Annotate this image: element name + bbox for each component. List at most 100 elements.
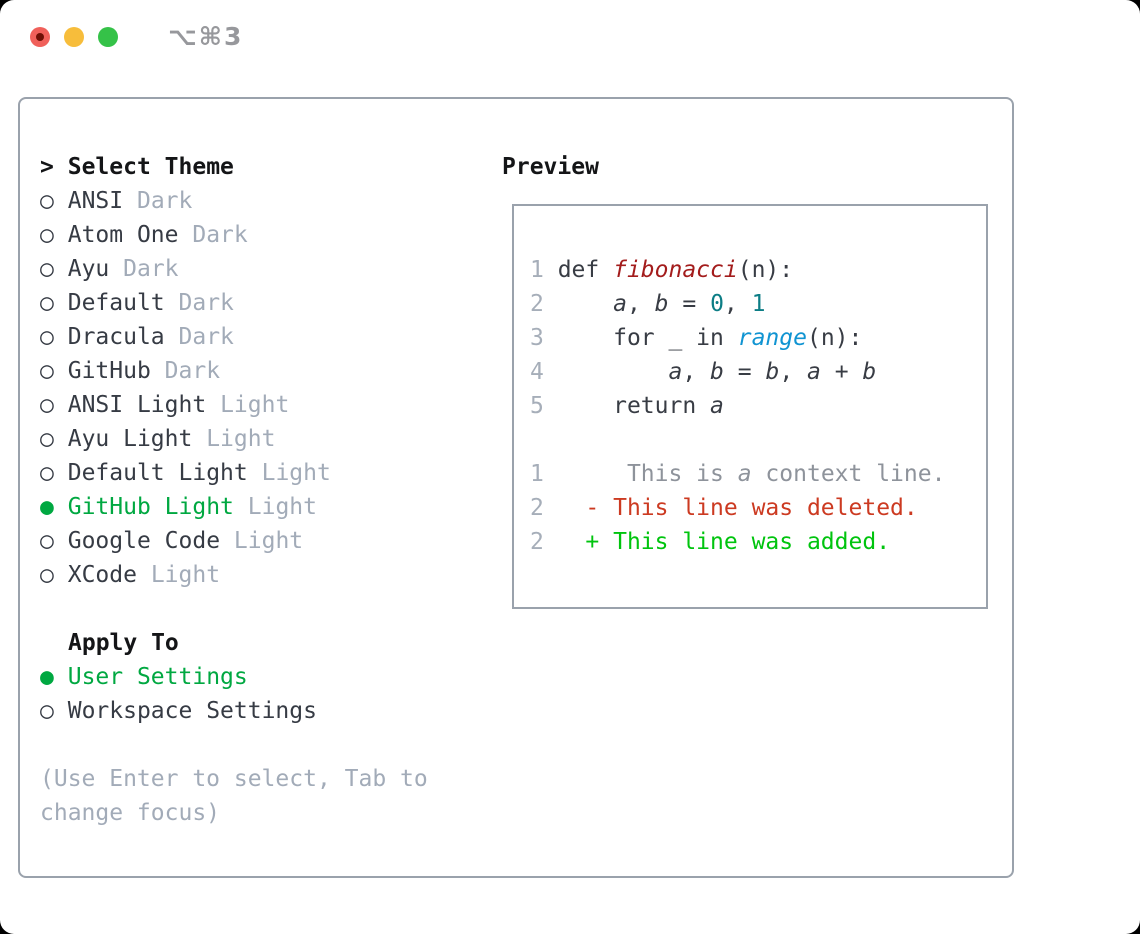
code-token: , <box>682 359 711 385</box>
line-number: 2 <box>530 529 558 555</box>
theme-option-ansi-light[interactable]: ○ ANSI Light Light <box>40 388 470 422</box>
theme-option-label: Google Code <box>67 528 221 554</box>
theme-variant-badge: Light <box>206 426 276 452</box>
theme-option-ansi[interactable]: ○ ANSI Dark <box>40 184 470 218</box>
code-token: This is <box>557 461 738 487</box>
radio-unselected-icon: ○ <box>40 188 54 214</box>
apply-option-label: User Settings <box>67 664 248 690</box>
code-token <box>558 291 613 317</box>
theme-option-label: Ayu Light <box>67 426 193 452</box>
theme-option-default-light[interactable]: ○ Default Light Light <box>40 456 470 490</box>
line-number: 2 <box>530 495 558 521</box>
window-controls <box>30 27 118 47</box>
focus-caret-icon: > <box>40 154 54 180</box>
theme-variant-badge: Dark <box>164 358 221 384</box>
theme-option-label: Atom One <box>67 222 179 248</box>
radio-unselected-icon: ○ <box>40 358 54 384</box>
theme-option-label: Default <box>67 290 165 316</box>
theme-option-label: Ayu <box>67 256 110 282</box>
code-token: b <box>654 291 669 317</box>
code-token: (n): <box>737 257 794 283</box>
code-token: a <box>710 393 724 419</box>
theme-option-ayu[interactable]: ○ Ayu Dark <box>40 252 470 286</box>
theme-option-xcode[interactable]: ○ XCode Light <box>40 558 470 592</box>
code-line: 2 + This line was added. <box>530 525 986 559</box>
theme-variant-badge: Dark <box>136 188 193 214</box>
radio-unselected-icon: ○ <box>40 256 54 282</box>
apply-option-workspace-settings[interactable]: ○ Workspace Settings <box>40 694 470 728</box>
radio-unselected-icon: ○ <box>40 324 54 350</box>
code-line: 3 for _ in range(n): <box>530 321 986 355</box>
theme-list: ○ ANSI Dark○ Atom One Dark○ Ayu Dark○ De… <box>40 184 470 592</box>
code-line: 4 a, b = b, a + b <box>530 355 986 389</box>
minimize-button[interactable] <box>64 27 84 47</box>
code-line: 1 This is a context line. <box>530 457 986 491</box>
radio-unselected-icon: ○ <box>40 426 54 452</box>
code-token: (n): <box>806 325 863 351</box>
code-line: 2 - This line was deleted. <box>530 491 986 525</box>
theme-variant-badge: Dark <box>178 324 234 350</box>
theme-option-dracula[interactable]: ○ Dracula Dark <box>40 320 470 354</box>
line-number: 5 <box>530 393 558 419</box>
zoom-button[interactable] <box>98 27 118 47</box>
theme-option-ayu-light[interactable]: ○ Ayu Light Light <box>40 422 470 456</box>
theme-variant-badge: Light <box>150 562 221 588</box>
radio-unselected-icon: ○ <box>40 222 54 248</box>
radio-unselected-icon: ○ <box>40 392 54 418</box>
apply-option-user-settings[interactable]: ● User Settings <box>40 660 470 694</box>
apply-to-list: ● User Settings○ Workspace Settings <box>40 660 470 728</box>
code-token: , <box>626 291 655 317</box>
radio-unselected-icon: ○ <box>40 460 54 486</box>
theme-option-label: GitHub Light <box>67 494 234 520</box>
code-token: b <box>765 359 780 385</box>
code-token: = <box>723 359 766 385</box>
footer-hint: (Use Enter to select, Tab to change focu… <box>40 766 428 826</box>
theme-option-label: GitHub <box>67 358 151 384</box>
code-line: 5 return a <box>530 389 986 423</box>
radio-selected-icon: ● <box>40 664 54 690</box>
close-dot-icon <box>36 33 44 41</box>
code-token: b <box>862 359 877 385</box>
theme-option-label: ANSI Light <box>67 392 207 418</box>
code-token: def <box>557 257 614 283</box>
select-theme-header-label: Select Theme <box>67 154 234 180</box>
apply-option-label: Workspace Settings <box>67 698 317 724</box>
code-token: b <box>710 359 724 385</box>
code-token: + This line was added. <box>557 529 891 555</box>
code-token: 1 <box>751 291 766 317</box>
code-token: context line. <box>751 461 946 487</box>
code-token: 0 <box>710 291 724 317</box>
theme-option-default[interactable]: ○ Default Dark <box>40 286 470 320</box>
window-title: ⌥⌘3 <box>168 22 244 51</box>
code-token <box>558 359 669 385</box>
close-button[interactable] <box>30 27 50 47</box>
code-token: for _ in <box>557 325 738 351</box>
theme-option-github-light[interactable]: ● GitHub Light Light <box>40 490 470 524</box>
code-token: a <box>807 359 821 385</box>
code-token: = <box>668 291 711 317</box>
code-token: return <box>557 393 711 419</box>
code-token: , <box>779 359 808 385</box>
radio-unselected-icon: ○ <box>40 698 54 724</box>
code-token: fibonacci <box>613 257 738 283</box>
theme-picker-panel: > Select Theme ○ ANSI Dark○ Atom One Dar… <box>18 97 1014 878</box>
theme-option-label: ANSI <box>67 188 124 214</box>
select-theme-header: > Select Theme <box>40 150 470 184</box>
radio-selected-icon: ● <box>40 494 54 520</box>
theme-variant-badge: Light <box>233 528 304 554</box>
theme-list-column: > Select Theme ○ ANSI Dark○ Atom One Dar… <box>40 150 470 830</box>
theme-variant-badge: Light <box>261 460 331 486</box>
code-token: , <box>723 291 752 317</box>
theme-option-atom-one[interactable]: ○ Atom One Dark <box>40 218 470 252</box>
line-number: 2 <box>530 291 558 317</box>
theme-option-github[interactable]: ○ GitHub Dark <box>40 354 470 388</box>
line-number <box>530 427 544 453</box>
code-token: range <box>737 325 807 351</box>
theme-option-google-code[interactable]: ○ Google Code Light <box>40 524 470 558</box>
radio-unselected-icon: ○ <box>40 290 54 316</box>
radio-unselected-icon: ○ <box>40 562 54 588</box>
code-token: - This line was deleted. <box>557 495 918 521</box>
theme-variant-badge: Dark <box>192 222 248 248</box>
